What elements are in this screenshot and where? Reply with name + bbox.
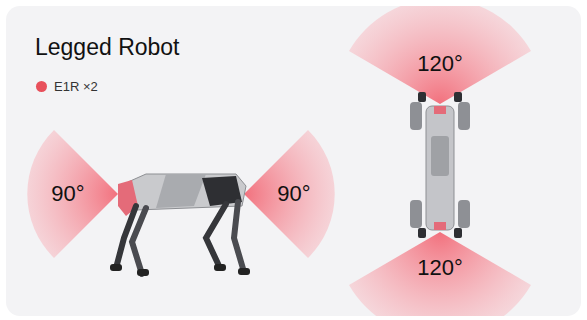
legend-swatch: [36, 81, 47, 92]
fov-fan: [244, 130, 335, 258]
robot-side: [110, 174, 250, 276]
angle-label: 90°: [277, 181, 310, 207]
title: Legged Robot: [35, 34, 180, 61]
panel: Legged Robot 90° 90° 120° 120° E1R ×2: [6, 6, 581, 316]
angle-label: 120°: [417, 255, 463, 281]
fov-fan: [349, 6, 531, 104]
robot-top: [410, 92, 470, 238]
angle-label: 120°: [417, 51, 463, 77]
legend-text: E1R ×2: [54, 79, 98, 94]
legend-row: E1R ×2: [36, 79, 98, 94]
angle-label: 90°: [51, 181, 84, 207]
fov-fan: [27, 130, 118, 258]
fov-fan: [349, 232, 531, 316]
